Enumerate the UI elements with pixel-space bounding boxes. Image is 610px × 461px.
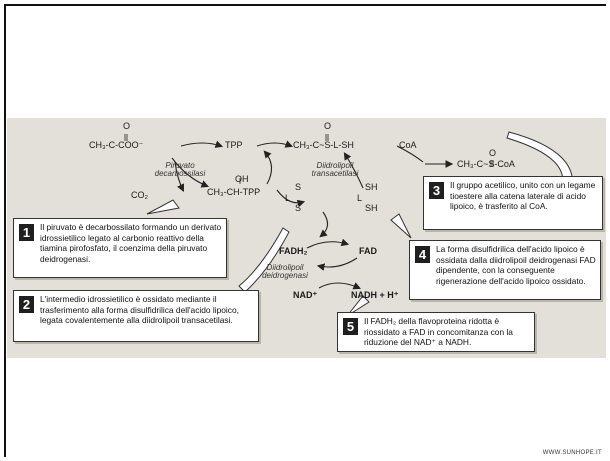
- enzyme-e2-label: Diidrolipoil transacetilasi: [311, 161, 359, 179]
- arrow-tpp-to-lipoamide: [256, 140, 294, 148]
- arrow-to-co2: [174, 161, 184, 192]
- dihydrolipoamide-l: L: [357, 193, 363, 203]
- coa-label: CoA: [399, 140, 417, 150]
- co2-label: CO₂: [131, 190, 148, 200]
- disulfide-l: L: [285, 193, 291, 203]
- callout-1-pointer: [146, 199, 180, 215]
- callout-3: 3 Il gruppo acetilico, unito con un lega…: [423, 176, 603, 230]
- callout-2-number: 2: [19, 296, 34, 313]
- dihydrolipoamide-sh-bottom: SH: [365, 203, 378, 213]
- footer-website: WWW.SUNHOPE.IT: [542, 450, 602, 456]
- arrow-tpp-regen: [263, 150, 273, 185]
- callout-2-text: L'intermedio idrossietilico è ossidato m…: [40, 294, 239, 326]
- callout-4-pointer: [390, 213, 412, 239]
- fadh2-label: FADH₂: [279, 246, 308, 256]
- pyruvate-label: CH₃-C-COO⁻: [89, 140, 144, 150]
- oxo-lipoamide: O: [324, 121, 332, 131]
- nadh-label: NADH + H⁺: [351, 290, 399, 300]
- arrow-coa-in: [396, 145, 424, 163]
- oxo-pyruvate: O: [123, 121, 131, 131]
- dihydrolipoamide-sh-top: SH: [365, 182, 378, 192]
- oh-label: OH: [235, 174, 249, 184]
- callout-5-text: Il FADH₂ della flavoproteina ridotta è r…: [364, 316, 513, 348]
- acetyl-lipoamide-label: CH₃-C~S-L-SH: [293, 140, 354, 150]
- callout-2-pointer: [238, 227, 290, 293]
- enzyme-e3-label: Diidrolipoil deidrogenasi: [262, 263, 308, 281]
- arrow-nad-to-nadh: [318, 282, 362, 290]
- disulfide-s-bottom: S: [295, 203, 302, 213]
- callout-3-text: Il gruppo acetilico, unito con un legame…: [450, 180, 596, 212]
- callout-5-pointer: [346, 295, 370, 317]
- pathway-arrows: [124, 131, 574, 317]
- arrow-pyruvate-to-tpp: [180, 140, 224, 148]
- arrow-fadh2-to-fad: [306, 238, 350, 249]
- callout-5-number: 5: [343, 318, 358, 335]
- oxo-acetyl-coa: O: [489, 148, 497, 158]
- tpp-label: TPP: [225, 140, 243, 150]
- arrow-fad-to-fadh2: [316, 257, 358, 271]
- arrow-lipoamide-oxidation: [276, 189, 306, 208]
- callout-4-text: La forma disulfidrilica dell'acido lipoi…: [436, 244, 596, 286]
- carbonyl-bonds: [124, 134, 494, 184]
- callout-3-number: 3: [429, 182, 444, 199]
- fad-label: FAD: [359, 246, 377, 256]
- disulfide-s-top: S: [295, 182, 302, 192]
- arrow-lipoamide-to-fad: [319, 211, 329, 238]
- callout-1: 1 Il piruvato è decarbossilato formando …: [13, 218, 227, 278]
- arrow-to-hydroxyethyl-tpp: [171, 157, 210, 188]
- hydroxyethyl-tpp-label: CH₃-CH-TPP: [207, 187, 261, 197]
- callout-4-number: 4: [415, 246, 430, 263]
- callout-2: 2 L'intermedio idrossietilico è ossidato…: [13, 290, 259, 342]
- nad-label: NAD⁺: [293, 290, 318, 300]
- slide-frame: [4, 4, 606, 457]
- callout-4: 4 La forma disulfidrilica dell'acido lip…: [409, 240, 601, 300]
- pathway-figure: O CH₃-C-COO⁻ TPP O CH₃-C~S-L-SH CoA O CH…: [7, 118, 606, 358]
- callout-5: 5 Il FADH₂ della flavoproteina ridotta è…: [337, 312, 535, 352]
- enzyme-e1-label: Piruvato decarbossilasi: [154, 161, 206, 179]
- acetyl-coa-label: CH₃-C~S-CoA: [457, 159, 515, 169]
- callout-1-number: 1: [19, 224, 34, 241]
- callout-1-text: Il piruvato è decarbossilato formando un…: [40, 222, 222, 264]
- arrow-acetyl-transfer: [343, 152, 364, 189]
